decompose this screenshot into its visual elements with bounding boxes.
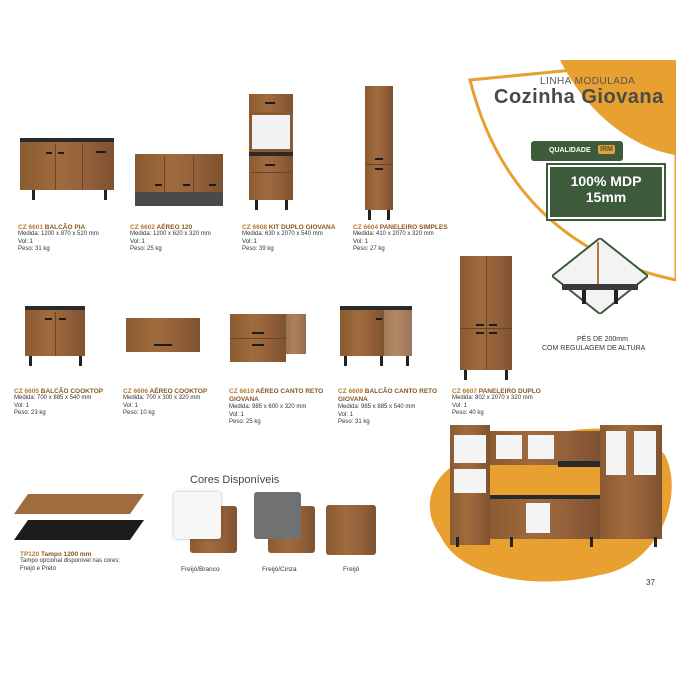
product-image-balcao-canto-reto [340, 306, 412, 366]
product-medida: Medida: 700 x 300 x 320 mm [123, 395, 201, 401]
decorative-blob-top-right [468, 60, 676, 282]
quality-badge: QUALIDADE IRM [531, 141, 623, 161]
product-medida: Medida: 985 x 885 x 540 mm [338, 404, 416, 410]
product-name: BALCÃO CANTO RETO GIOVANA [338, 388, 438, 403]
product-vol: Vol: 1 [338, 411, 354, 418]
mdp-text: 100% MDP [570, 173, 642, 189]
product-code: CZ 6610 [229, 388, 254, 395]
product-caption-cz6606: CZ 6606 AÉREO COOKTOP Medida: 700 x 300 … [123, 388, 207, 418]
product-name: AÉREO CANTO RETO GIOVANA [229, 388, 324, 403]
colors-title: Cores Disponíveis [190, 474, 280, 486]
product-vol: Vol: 1 [353, 238, 369, 245]
product-code: CZ 6606 [123, 388, 148, 395]
product-caption-cz6610: CZ 6610 AÉREO CANTO RETO GIOVANA Medida:… [229, 388, 329, 427]
product-name: PANELEIRO SIMPLES [379, 224, 448, 231]
product-medida: Medida: 1200 x 620 x 320 mm [130, 231, 211, 237]
product-code: CZ 6602 [130, 224, 155, 231]
color-option-freijo-cinza [254, 492, 320, 558]
product-medida: Medida: 985 x 600 x 320 mm [229, 404, 307, 410]
product-peso: Peso: 39 kg [242, 246, 274, 252]
tampo-image [14, 494, 144, 540]
product-vol: Vol: 1 [229, 411, 245, 418]
product-peso: Peso: 23 kg [14, 410, 46, 416]
feet-detail-image [552, 238, 648, 314]
product-peso: Peso: 40 kg [452, 410, 484, 416]
product-peso: Peso: 10 kg [123, 410, 155, 416]
product-medida: Medida: 802 x 2070 x 320 mm [452, 395, 533, 401]
product-image-balcao-pia [20, 138, 114, 200]
product-caption-cz6601: CZ 6601 BALCÃO PIA Medida: 1200 x 870 x … [18, 224, 99, 254]
product-title: Cozinha Giovana [494, 86, 664, 108]
product-medida: Medida: 410 x 2070 x 320 mm [353, 231, 434, 237]
product-caption-cz6608: CZ 6608 KIT DUPLO GIOVANA Medida: 630 x … [242, 224, 335, 254]
tampo-note-line2: Freijó e Preto [20, 565, 57, 572]
product-image-kit-duplo [249, 94, 293, 210]
color-label-freijo-cinza: Freijó/Cinza [262, 566, 297, 573]
product-name: AÉREO 120 [156, 224, 193, 231]
color-option-freijo [326, 505, 378, 557]
product-image-aereo-120 [135, 154, 223, 206]
product-vol: Vol: 1 [130, 238, 146, 245]
product-peso: Peso: 27 kg [353, 246, 385, 252]
irm-logo: IRM [598, 145, 615, 154]
product-code: CZ 6604 [353, 224, 378, 231]
product-name: KIT DUPLO GIOVANA [268, 224, 336, 231]
product-medida: Medida: 630 x 2070 x 540 mm [242, 231, 323, 237]
product-vol: Vol: 1 [242, 238, 258, 245]
product-peso: Peso: 31 kg [18, 246, 50, 252]
product-vol: Vol: 1 [18, 238, 34, 245]
product-image-paneleiro-duplo [460, 256, 512, 380]
product-code: CZ 6607 [452, 388, 477, 395]
product-name: BALCÃO PIA [44, 224, 86, 231]
product-name: BALCÃO COOKTOP [40, 388, 104, 395]
product-caption-cz6609: CZ 6609 BALCÃO CANTO RETO GIOVANA Medida… [338, 388, 442, 427]
feet-note-line2: COM REGULAGEM DE ALTURA [542, 345, 646, 352]
page-number: 37 [646, 578, 655, 587]
product-code: CZ 6605 [14, 388, 39, 395]
mdp-badge: 100% MDP 15mm [548, 165, 664, 219]
tampo-caption: TP120 Tampo 1200 mm Tampo opcional dispo… [20, 551, 120, 573]
color-label-freijo-branco: Freijó/Branco [181, 566, 220, 573]
product-name: AÉREO COOKTOP [149, 388, 208, 395]
quality-label: QUALIDADE [549, 147, 591, 154]
product-caption-cz6602: CZ 6602 AÉREO 120 Medida: 1200 x 620 x 3… [130, 224, 211, 254]
product-name: PANELEIRO DUPLO [478, 388, 541, 395]
tampo-name: Tampo 1200 mm [40, 551, 92, 558]
product-vol: Vol: 1 [14, 402, 30, 409]
product-peso: Peso: 25 kg [130, 246, 162, 252]
product-caption-cz6605: CZ 6605 BALCÃO COOKTOP Medida: 700 x 885… [14, 388, 103, 418]
product-code: CZ 6601 [18, 224, 43, 231]
product-image-paneleiro-simples [365, 86, 393, 220]
kitchen-composition-image [450, 425, 665, 550]
product-code: CZ 6608 [242, 224, 267, 231]
product-caption-cz6604: CZ 6604 PANELEIRO SIMPLES Medida: 410 x … [353, 224, 448, 254]
tampo-code: TP120 [20, 551, 40, 558]
thickness-text: 15mm [585, 189, 627, 205]
product-medida: Medida: 700 x 885 x 540 mm [14, 395, 92, 401]
product-image-balcao-cooktop [25, 306, 85, 366]
product-peso: Peso: 25 kg [229, 419, 261, 425]
color-option-freijo-branco [174, 492, 246, 558]
product-vol: Vol: 1 [452, 402, 468, 409]
product-code: CZ 6609 [338, 388, 363, 395]
product-peso: Peso: 31 kg [338, 419, 370, 425]
product-vol: Vol: 1 [123, 402, 139, 409]
product-medida: Medida: 1200 x 870 x 520 mm [18, 231, 99, 237]
tampo-note-line1: Tampo opcional disponível nas cores: [20, 558, 121, 564]
line-label: LINHA MODULADA [540, 76, 636, 87]
product-caption-cz6607: CZ 6607 PANELEIRO DUPLO Medida: 802 x 20… [452, 388, 541, 418]
color-label-freijo: Freijó [343, 566, 360, 573]
product-image-aereo-canto-reto [230, 314, 306, 362]
product-image-aereo-cooktop [126, 318, 200, 352]
feet-note-line1: PÉS DE 200mm [577, 336, 628, 343]
